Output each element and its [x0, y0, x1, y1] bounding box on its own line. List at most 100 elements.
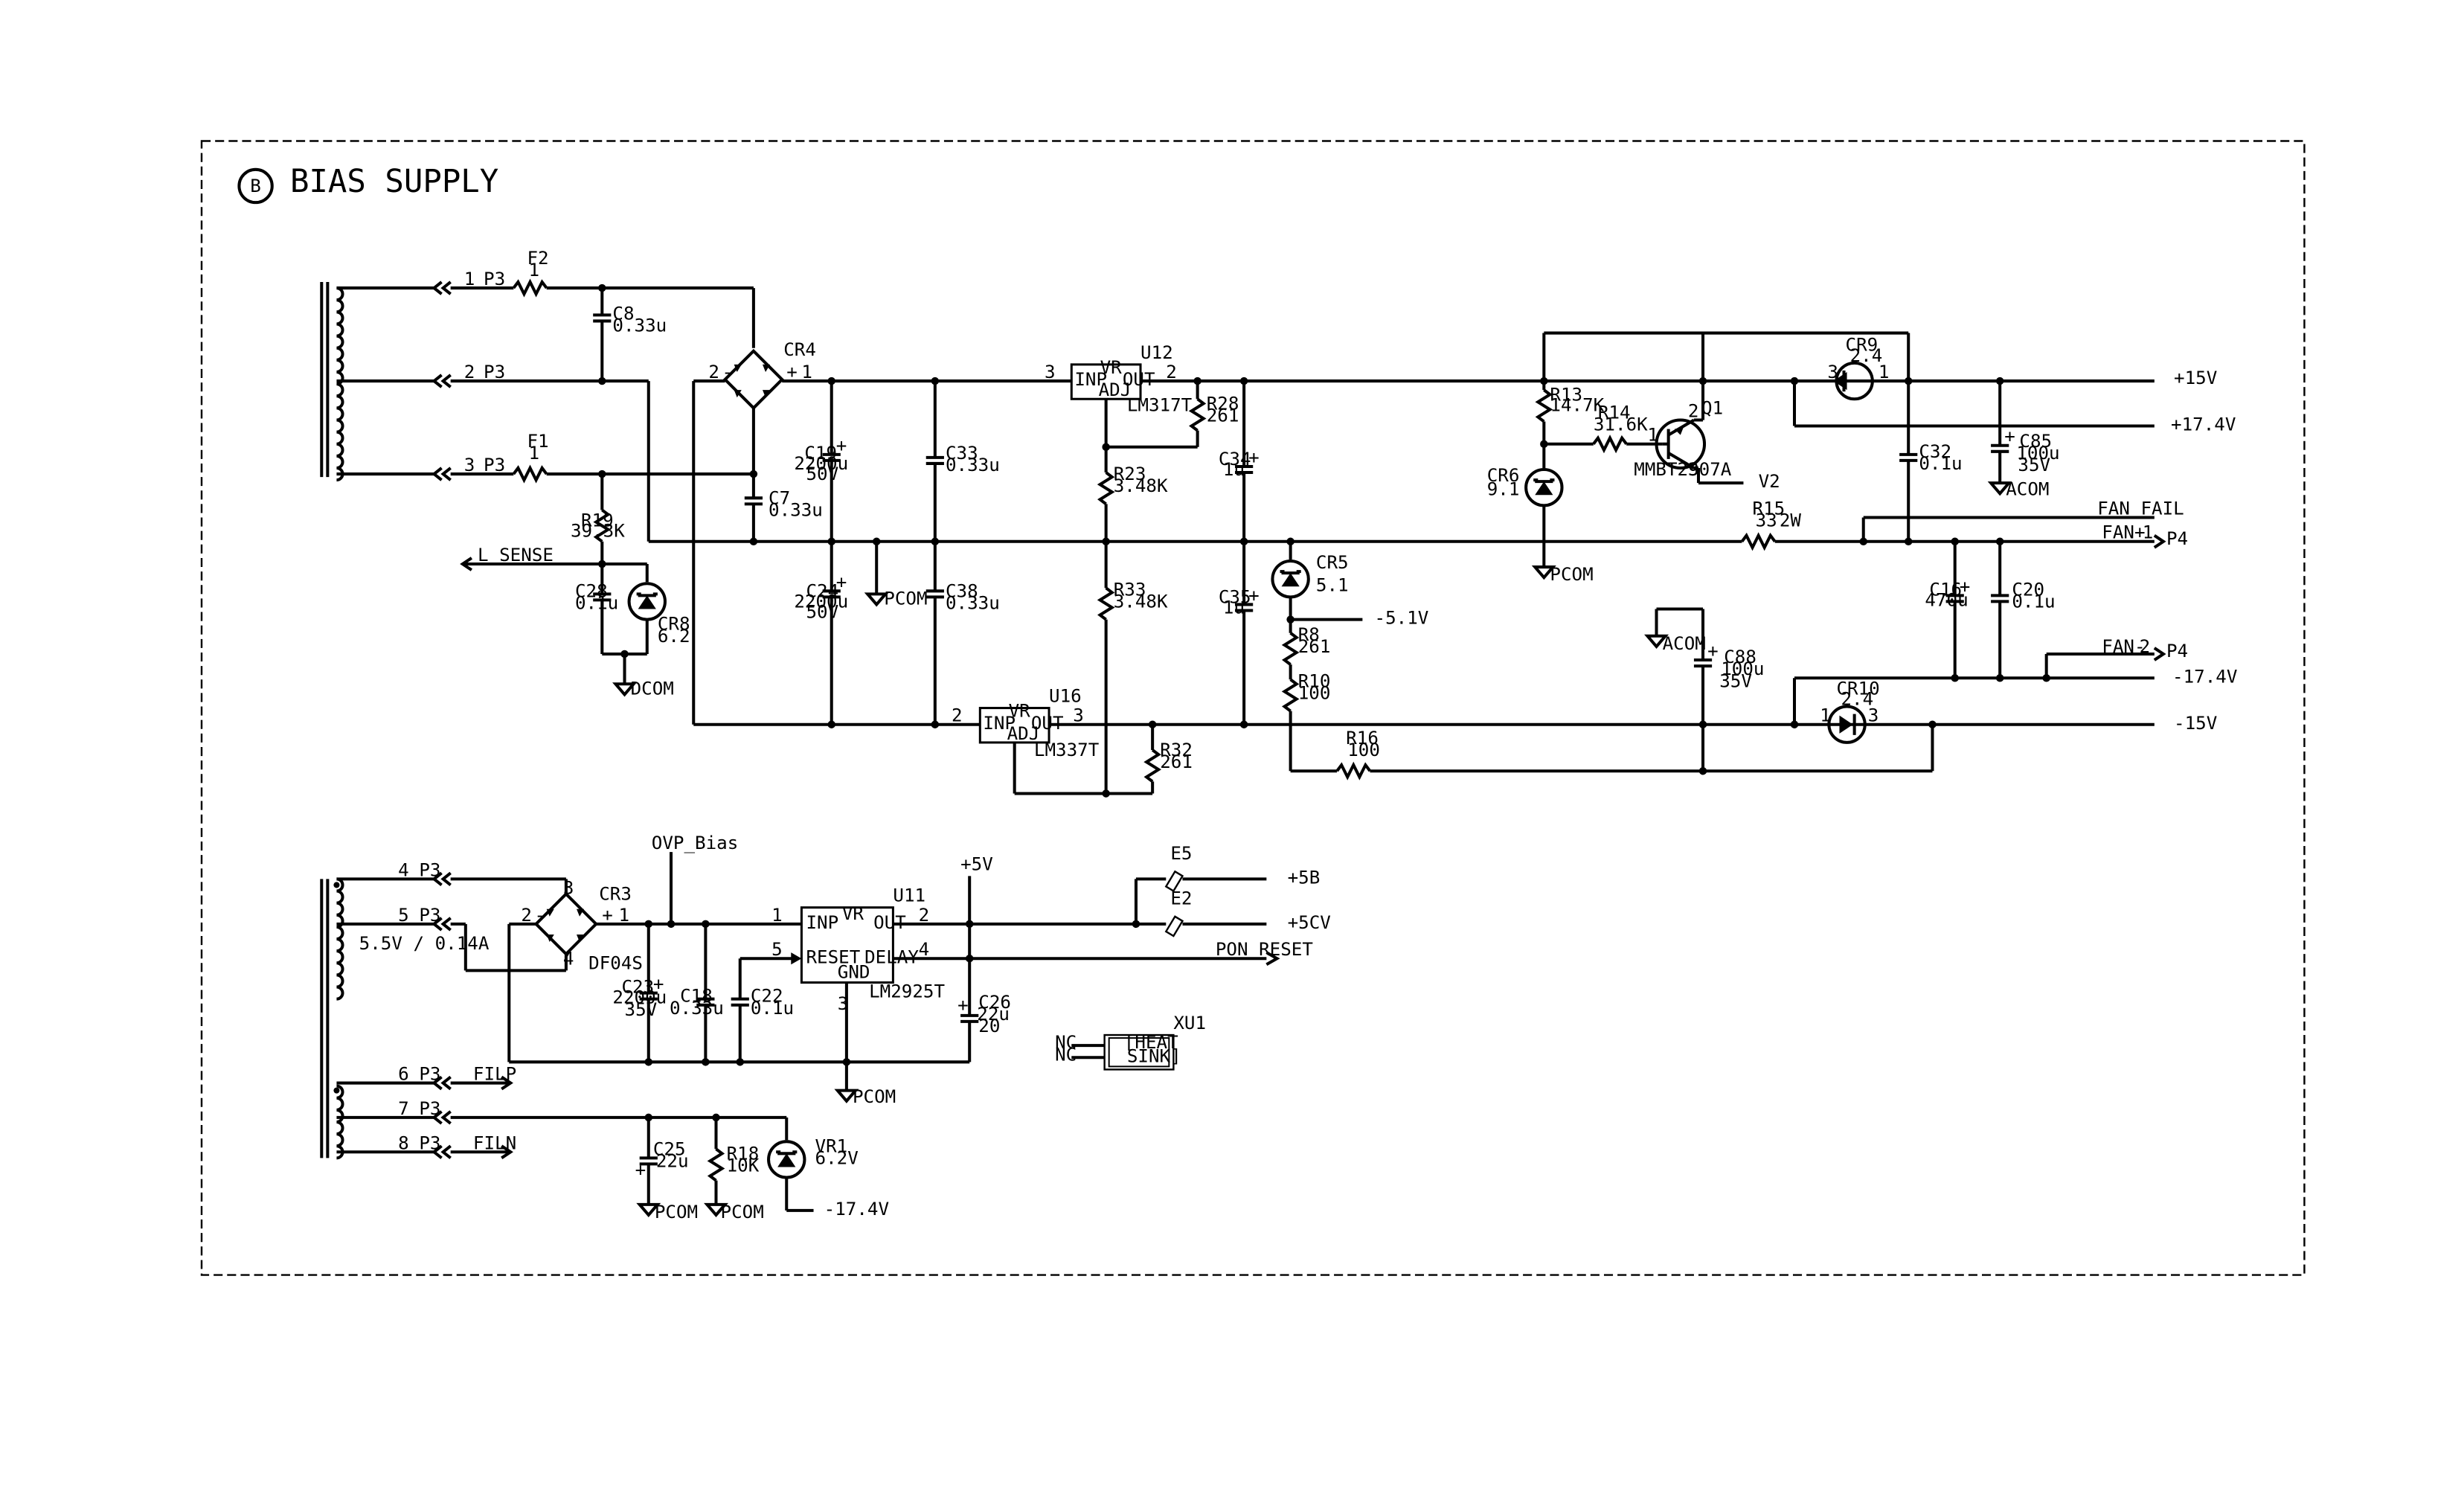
transistor-q1 [1655, 418, 1707, 470]
c28-ref: C28 [575, 580, 608, 601]
resistor-r18 [707, 1147, 725, 1182]
u12-adj: ADJ [1099, 379, 1132, 400]
section-title: BIAS SUPPLY [290, 163, 498, 199]
r15-ref: R15 [1753, 498, 1786, 519]
pin-label: 1 [1820, 705, 1831, 726]
zener-cr5 [1271, 559, 1310, 599]
dashed-frame [200, 140, 2306, 1276]
u16-adj: ADJ [1007, 723, 1040, 744]
pon-reset-arrow [1265, 951, 1280, 967]
c22-value: 0.1u [751, 998, 794, 1019]
diode-cr10 [1827, 705, 1867, 744]
pin-label: 4 [563, 948, 574, 969]
c35-value: 1u [1223, 597, 1245, 618]
resistor-r10 [1281, 678, 1300, 713]
plus-sign: + [1248, 447, 1260, 468]
pin-label: 2 [1688, 400, 1699, 421]
resistor-r15 [1740, 532, 1777, 551]
resistor-r14 [1592, 435, 1628, 454]
ground-pcom-u11 [834, 1089, 859, 1103]
c28-value: 0.1u [575, 592, 618, 613]
pin-label: 3 [1045, 362, 1056, 382]
resistor-r19 [593, 508, 612, 543]
r19-value: 39.3K [571, 521, 625, 542]
c19-rating: 50V [806, 464, 838, 484]
r14-ref: R14 [1598, 402, 1631, 423]
dcom-label: DCOM [631, 678, 674, 699]
r15-wattage: 2W [1780, 510, 1802, 531]
u11-part: LM2925T [869, 981, 945, 1002]
pin-label: 2 [708, 362, 719, 382]
c35-ref: C35 [1219, 586, 1251, 607]
plus-sign: + [2004, 426, 2015, 447]
transformer-upper [320, 281, 452, 482]
plus-sign: + [1248, 585, 1260, 606]
c23-value: 2200u [612, 987, 667, 1008]
pin-label: 2 [2140, 636, 2151, 657]
c25-ref: C25 [653, 1138, 686, 1159]
zener-vr1 [767, 1140, 806, 1179]
c88-ref: C88 [1724, 647, 1756, 667]
e5-ref: E5 [1170, 843, 1192, 864]
neg-17-4v-label: -17.4V [2172, 666, 2237, 687]
c26-value: 22u [977, 1004, 1010, 1025]
connector-label: P3 [419, 1064, 440, 1085]
ground-dcom [612, 682, 637, 697]
c24-value: 2200u [794, 591, 848, 612]
pcom-label: PCOM [721, 1202, 764, 1222]
c88-value: 100u [1721, 658, 1764, 679]
connector-label: P4 [2166, 641, 2188, 661]
f1-ref: F1 [527, 431, 548, 452]
pin-label: 1 [464, 269, 475, 289]
cr4-ref: CR4 [783, 339, 816, 360]
regulator-u11 [800, 906, 894, 984]
c19-ref: C19 [804, 443, 837, 464]
c26-ref: C26 [978, 992, 1011, 1013]
r32-ref: R32 [1160, 740, 1193, 760]
pcom-label: PCOM [655, 1202, 698, 1222]
resistor-r8 [1281, 632, 1300, 666]
plus-sign: + [635, 1160, 647, 1181]
pcom-label: PCOM [884, 588, 927, 609]
plus-sign: + [653, 974, 664, 995]
c8-ref: C8 [612, 303, 634, 324]
u12-vr: VR [1100, 357, 1123, 378]
ground-pcom-c25 [636, 1202, 661, 1218]
r33-value: 3.48K [1114, 591, 1168, 612]
c20-value: 0.1u [2012, 591, 2055, 612]
c85-value: 100u [2016, 443, 2059, 464]
heat-sink-xu1 [1103, 1033, 1175, 1071]
u11-gnd: GND [838, 961, 870, 982]
c24-rating: 50V [806, 602, 838, 623]
c16-ref: C16 [1929, 579, 1962, 600]
connector-label: P3 [419, 1132, 440, 1153]
u12-out: OUT [1123, 369, 1155, 390]
cr5-value: 5.1 [1316, 574, 1349, 595]
q1-part: MMBT2907A [1634, 459, 1731, 480]
f1-value: 1 [528, 443, 539, 464]
c25-value: 22u [656, 1150, 689, 1171]
vr1-ref: VR1 [815, 1135, 848, 1156]
pin-label: 1 [2143, 522, 2154, 543]
minus-sign: - [535, 905, 546, 926]
plus-17-4v-label: +17.4V [2171, 414, 2236, 435]
c34-value: 1u [1223, 459, 1245, 480]
connector-label: P3 [484, 362, 505, 382]
acom-label: ACOM [1663, 633, 1706, 654]
ground-acom-mid [1644, 634, 1669, 649]
u11-inp: INP [806, 912, 838, 933]
cr3-part: DF04S [588, 952, 643, 973]
c18-value: 0.33u [670, 998, 724, 1019]
transformer-lower [320, 871, 452, 1160]
nc-label: NC [1055, 1032, 1077, 1053]
r8-value: 261 [1298, 636, 1331, 657]
pin-label: 1 [1879, 362, 1890, 382]
pin-label: 8 [398, 1132, 409, 1153]
cr8-ref: CR8 [658, 614, 690, 635]
cr9-ref: CR9 [1846, 335, 1879, 356]
jumper-e5 [1164, 870, 1184, 893]
filp-label: FILP [473, 1064, 516, 1085]
pin-label: 3 [1827, 362, 1838, 382]
p4-arrow [2153, 534, 2166, 549]
fuse-f1 [512, 464, 548, 484]
